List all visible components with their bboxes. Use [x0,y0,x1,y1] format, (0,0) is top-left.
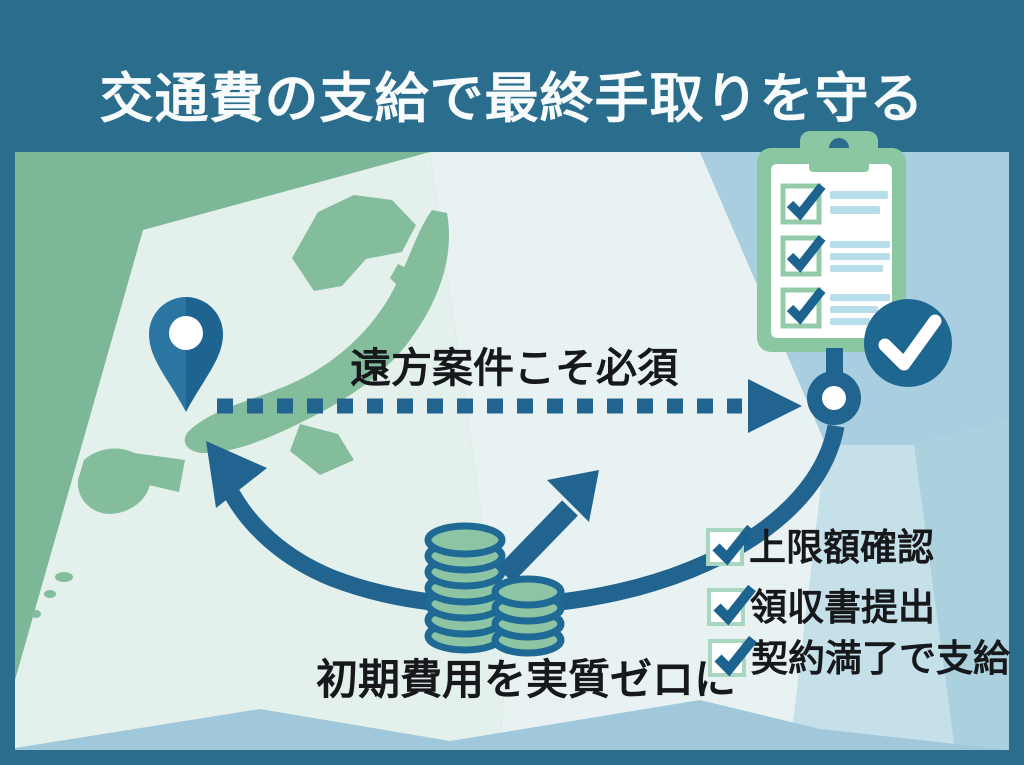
small-island [44,590,56,598]
check-circle-icon [864,299,952,387]
hokkaido-shape [292,195,416,291]
checklist-item-contract: 契約満了で支給 [708,635,1010,679]
checklist-item-receipt: 領収書提出 [707,584,935,628]
checklist-item-label: 契約満了で支給 [751,637,1010,679]
growth-arrow-shaft [497,500,578,583]
kyushu-shape [77,448,151,514]
coins-icon [424,522,565,657]
checkbox-checked-icon [786,287,826,325]
checklist-item-label: 領収書提出 [750,586,935,628]
return-arrowhead [206,441,267,508]
small-island [31,610,41,618]
clipboard-clip-base [809,158,869,172]
clipboard-checklist-icon [757,131,906,425]
clipboard-row-1 [780,183,888,225]
route-arrowhead [748,379,802,433]
clipboard-row-3 [780,287,890,329]
cost-label: 初期費用を実質ゼロに [316,656,737,703]
checkbox-checked-icon [786,235,826,273]
checkbox-checked-icon [708,635,757,677]
clipboard-row-2 [780,235,890,277]
small-island [55,572,73,582]
page-title: 交通費の支給で最終手取りを守る [99,69,925,129]
checkbox-checked-icon [707,584,756,626]
dashed-route-arrow-icon [217,379,802,433]
japan-map [31,195,449,618]
route-label: 遠方案件こそ必須 [350,345,678,391]
growth-arrow-icon [497,470,599,583]
map-panel-blue-crease-right [914,420,1009,750]
clipboard-stem [826,348,843,378]
map-bottom-fold [15,700,1009,750]
milestone-ring-center [822,386,846,410]
growth-arrowhead [547,470,599,522]
checklist-item-label: 上限額確認 [749,526,934,568]
map-pin-icon [149,297,223,412]
checkbox-checked-icon [786,183,826,221]
kansai-shape [290,424,354,475]
checkbox-checked-icon [706,524,755,566]
check-glyph [878,314,942,371]
checklist-item-limit: 上限額確認 [706,524,934,568]
pin-center-dot [169,316,203,350]
